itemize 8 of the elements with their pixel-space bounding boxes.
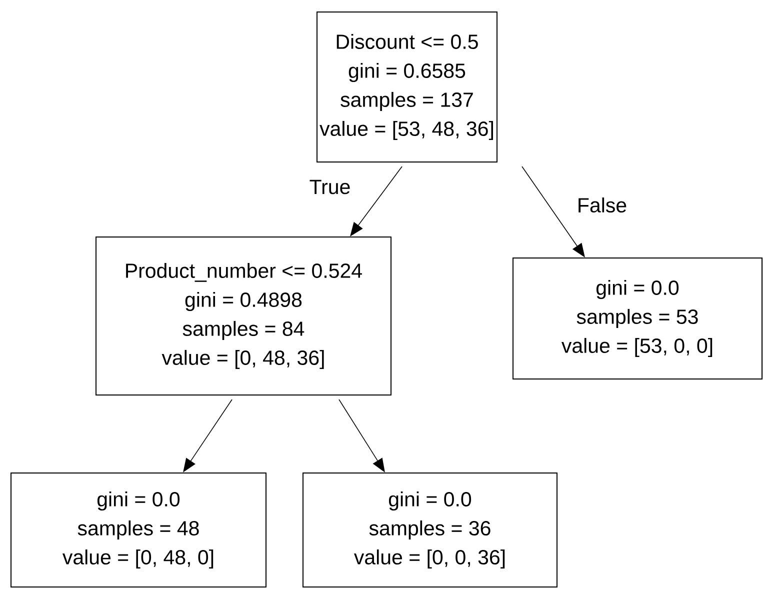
tree-node-box: gini = 0.0 samples = 53 value = [53, 0, 0] — [512, 258, 762, 380]
edge-label: False — [576, 196, 628, 214]
tree-node-box: Discount <= 0.5 gini = 0.6585 samples = 137 value = [53, 48, 36] — [316, 12, 498, 162]
arrow — [350, 166, 402, 236]
tree-node-box: Product_number <= 0.524 gini = 0.4898 samples = 84 value = [0, 48, 36] — [96, 236, 392, 396]
tree-node-box: gini = 0.0 samples = 36 value = [0, 0, 36] — [302, 472, 558, 588]
edge-label: True — [308, 178, 352, 196]
tree-node-box: gini = 0.0 samples = 48 value = [0, 48, 0] — [10, 472, 266, 588]
